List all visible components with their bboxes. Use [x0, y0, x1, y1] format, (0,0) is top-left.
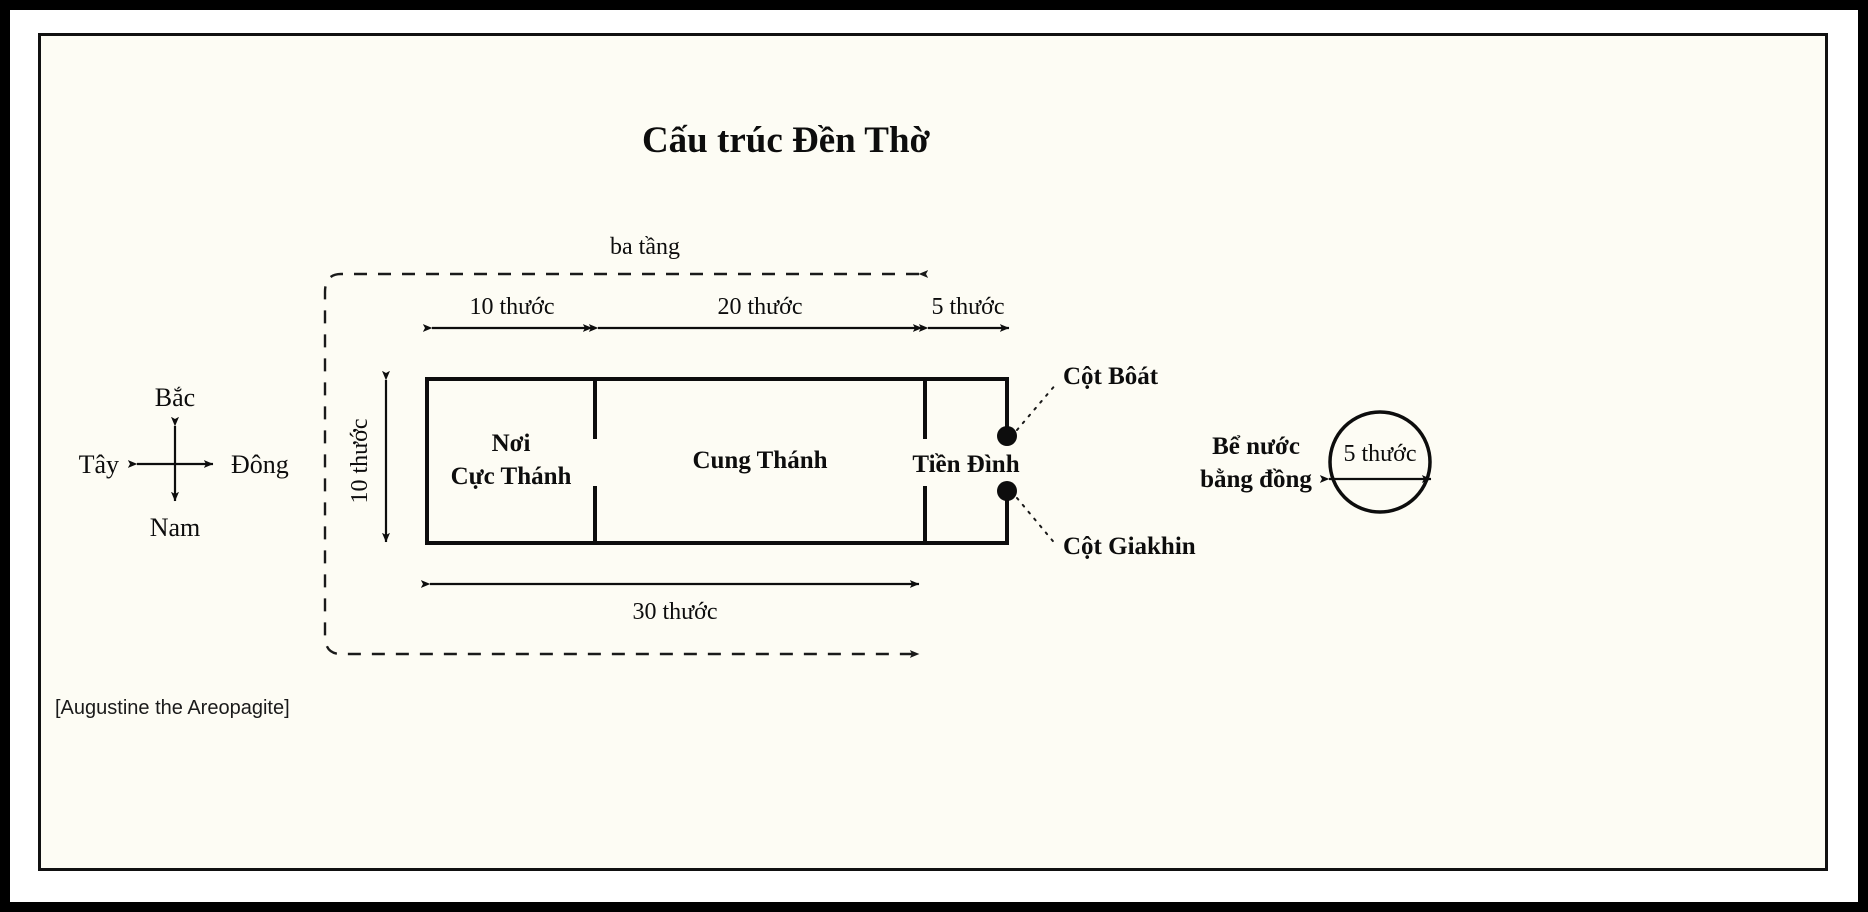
temple-plan-svg: Cấu trúc Đền Thờ Bắc Nam Tây Đông ba tần… [55, 120, 1432, 719]
dim-label-room-1: 10 thước [469, 294, 554, 320]
dim-label-basin-diameter: 5 thước [1343, 441, 1416, 467]
pillar-jachin-label: Cột Giakhin [1063, 533, 1196, 560]
compass-rose: Bắc Nam Tây Đông [79, 383, 289, 542]
temple-footprint: Nơi Cực Thánh Cung Thánh Tiền Đình [425, 377, 1020, 545]
total-width-dimension: 30 thước [420, 580, 920, 625]
diagram-frame: Cấu trúc Đền Thờ Bắc Nam Tây Đông ba tần… [38, 33, 1828, 871]
depth-dimension: 10 thước [347, 370, 390, 543]
room-label-porch: Tiền Đình [912, 451, 1019, 478]
compass-label-south: Nam [150, 513, 201, 542]
credit-text: [Augustine the Areopagite] [55, 697, 290, 719]
top-dimension-chain: 10 thước 20 thước 5 thước [422, 294, 1010, 332]
compass-label-west: Tây [79, 450, 119, 479]
bronze-basin-group: Bể nước bằng đồng 5 thước [1200, 433, 1432, 493]
basin-label-line1: Bể nước [1212, 433, 1300, 460]
bronze-basin [1328, 410, 1432, 514]
pillar-jachin-leader [1016, 497, 1058, 547]
pillar-boaz-marker [997, 426, 1017, 446]
room-label-holy-place: Cung Thánh [692, 447, 827, 474]
pillar-jachin-group: Cột Giakhin [997, 481, 1196, 560]
compass-label-north: Bắc [155, 383, 195, 412]
room-label-holy-of-holies-line1: Nơi [492, 430, 531, 457]
dim-label-room-3: 5 thước [931, 294, 1004, 320]
compass-label-east: Đông [231, 450, 289, 479]
storeys-label: ba tầng [610, 234, 680, 260]
page-title: Cấu trúc Đền Thờ [642, 120, 931, 161]
basin-label-line2: bằng đồng [1200, 466, 1312, 493]
dim-label-depth: 10 thước [347, 418, 373, 503]
dim-label-total-width: 30 thước [632, 599, 717, 625]
temple-outer-wall [425, 377, 1009, 545]
storeys-dashed-path [323, 270, 929, 658]
room-label-holy-of-holies-line2: Cực Thánh [451, 463, 572, 490]
pillar-boaz-leader [1016, 382, 1058, 431]
pillar-boaz-group: Cột Bôát [997, 363, 1159, 446]
three-storeys-bracket: ba tầng [323, 234, 929, 658]
pillar-jachin-marker [997, 481, 1017, 501]
pillar-boaz-label: Cột Bôát [1063, 363, 1159, 390]
dim-label-room-2: 20 thước [717, 294, 802, 320]
